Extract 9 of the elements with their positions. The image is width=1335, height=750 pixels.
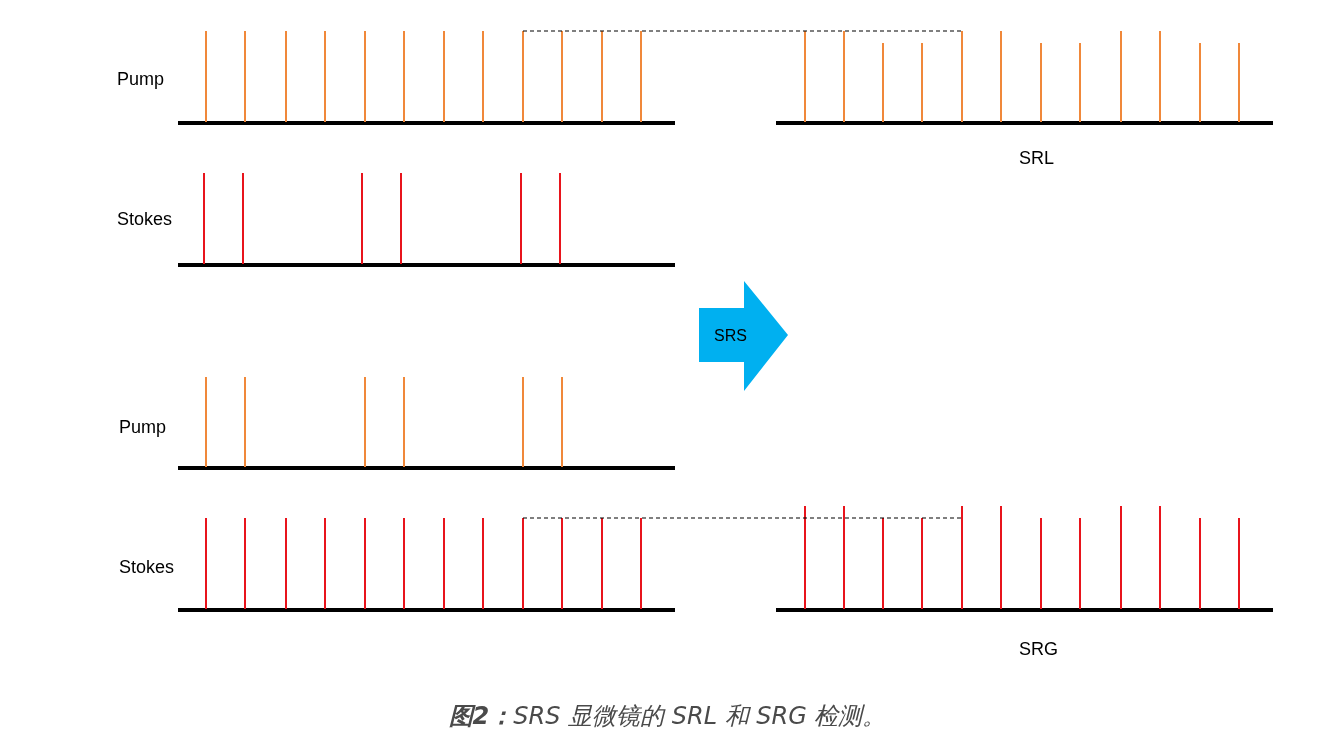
signal-label: Pump — [119, 416, 167, 439]
arrow-label: SRS — [714, 326, 747, 346]
signal-label: Pump — [117, 68, 165, 91]
signal-label: SRG — [1019, 638, 1058, 661]
signal-label: SRL — [1019, 147, 1054, 170]
signal-label: Stokes — [119, 556, 175, 579]
figure-caption: 图2：SRS 显微镜的 SRL 和 SRG 检测。 — [447, 701, 888, 732]
srs-arrow — [699, 281, 788, 391]
signal-label: Stokes — [117, 208, 173, 231]
